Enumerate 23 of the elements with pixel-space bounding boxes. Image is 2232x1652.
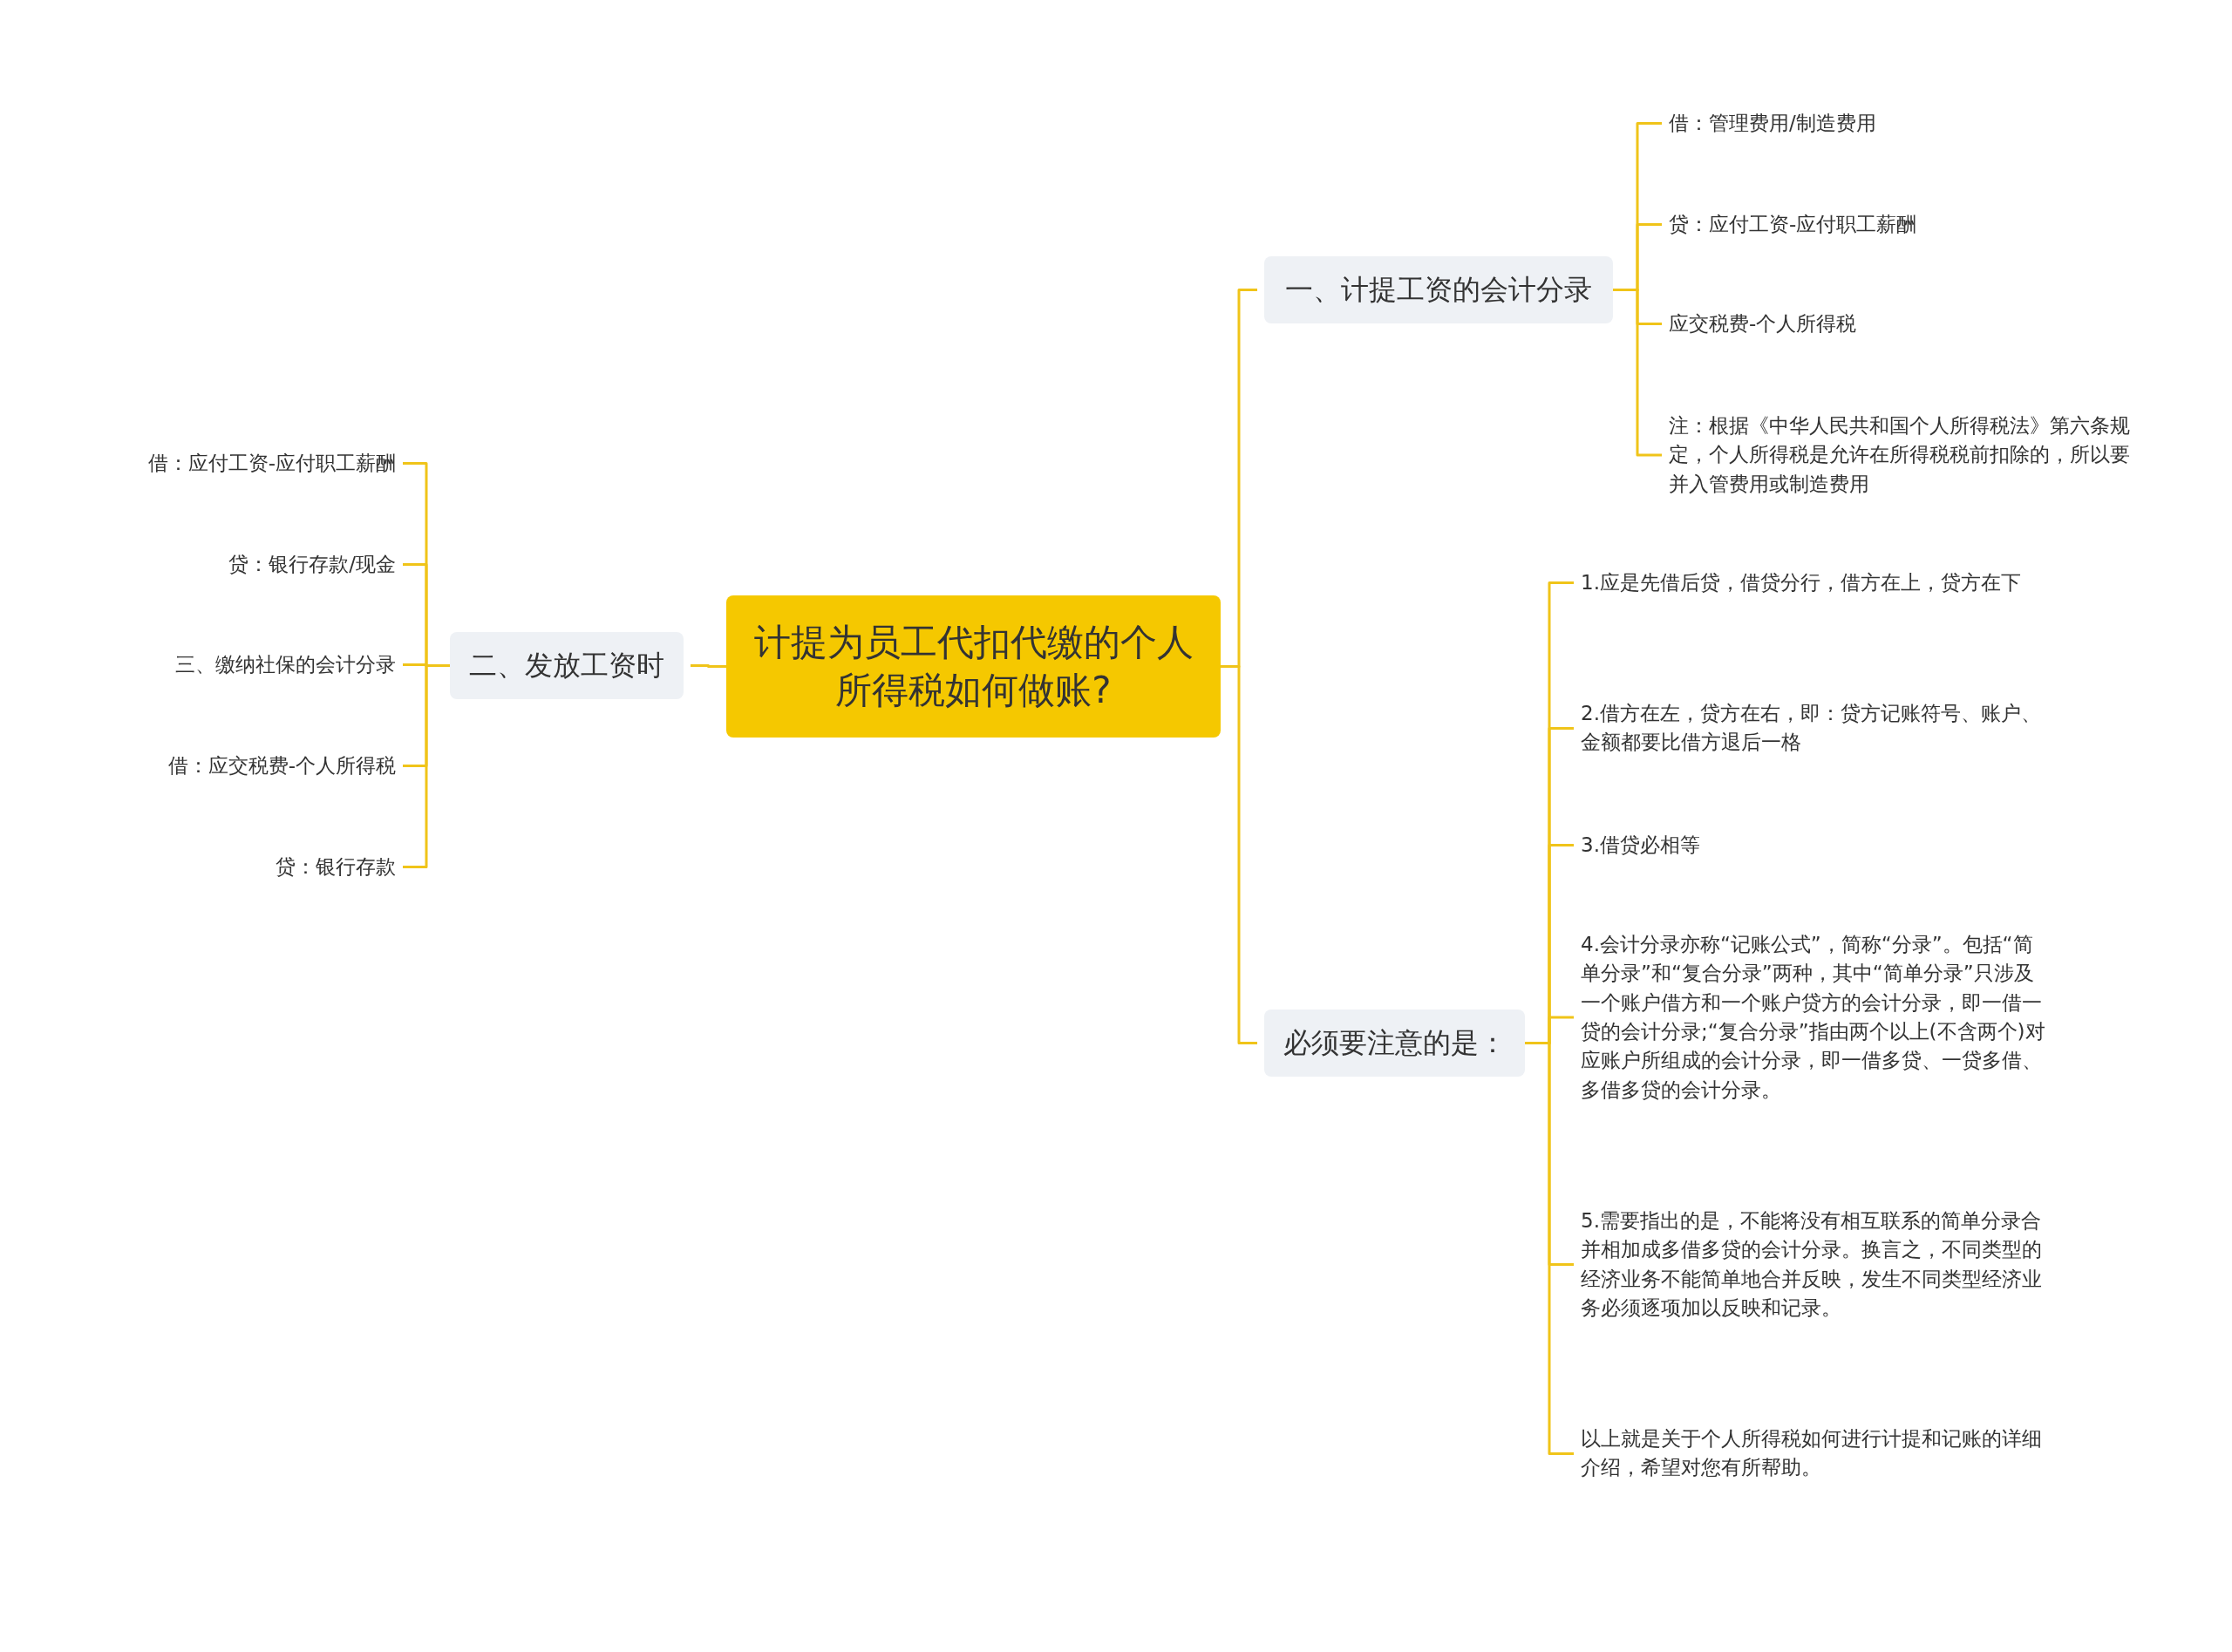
branch-text: 5.需要指出的是，不能将没有相互联系的简单分录合并相加成多借多贷的会计分录。换言之，不同类型的经济业务不能简单地合并反映，发生不同类型经济业务必须逐项加以反映和记录。	[1581, 1207, 2052, 1323]
branch-text: 借：管理费用/制造费用	[1669, 109, 2157, 139]
branch-text: 3.借贷必相等	[1581, 831, 2052, 860]
branch-text: 贷：应付工资-应付职工薪酬	[1669, 210, 2157, 240]
central-topic-box: 计提为员工代扣代缴的个人所得税如何做账?	[726, 595, 1221, 738]
connector-line	[1613, 289, 1662, 457]
connector-line	[691, 664, 726, 668]
connector-line	[1221, 665, 1257, 1044]
connector-line	[403, 664, 450, 868]
branch-text: 4.会计分录亦称“记账公式”，简称“分录”。包括“简单分录”和“复合分录”两种，其中“简单分录”只涉及一个账户借方和一个账户贷方的会计分录，即一借一贷的会计分录;“复合分录”指由两个以上(不含两个)对应账户所组成的会计分录，即一借多贷、一贷多借、多借多贷的会计分录。	[1581, 930, 2052, 1105]
topic-box: 二、发放工资时	[450, 632, 684, 699]
topic-box: 必须要注意的是：	[1264, 1010, 1525, 1077]
branch-text: 借：应付工资-应付职工薪酬	[47, 449, 396, 479]
branch-text: 2.借方在左，贷方在右，即：贷方记账符号、账户、金额都要比借方退后一格	[1581, 699, 2052, 758]
branch-text: 注：根据《中华人民共和国个人所得税法》第六条规定，个人所得税是允许在所得税税前扣除的，所以要并入管费用或制造费用	[1669, 411, 2144, 500]
branch-text: 三、缴纳社保的会计分录	[47, 650, 396, 680]
branch-text: 以上就是关于个人所得税如何进行计提和记账的详细介绍，希望对您有所帮助。	[1581, 1424, 2052, 1483]
branch-text: 贷：银行存款	[47, 853, 396, 882]
branch-text: 借：应交税费-个人所得税	[47, 751, 396, 781]
topic-box: 一、计提工资的会计分录	[1264, 256, 1613, 323]
branch-text: 贷：银行存款/现金	[47, 550, 396, 580]
branch-text: 应交税费-个人所得税	[1669, 309, 2157, 339]
branch-text: 1.应是先借后贷，借贷分行，借方在上，贷方在下	[1581, 568, 2052, 598]
